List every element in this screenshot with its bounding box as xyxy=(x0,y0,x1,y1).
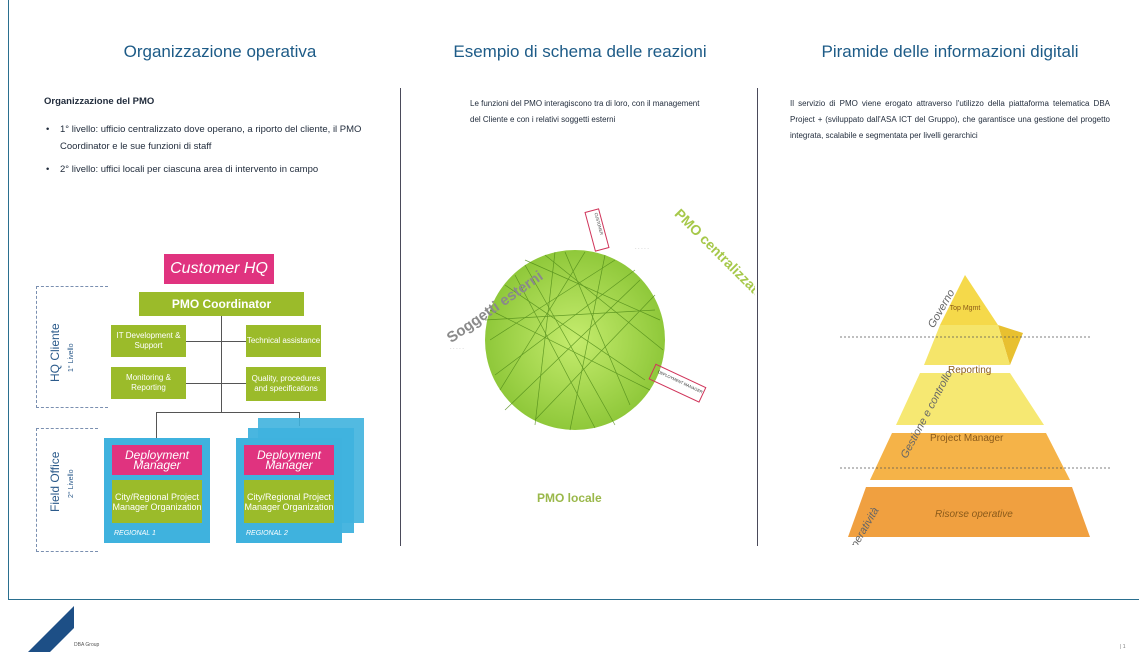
field-office-bracket xyxy=(36,428,98,552)
customer-hq-box: Customer HQ xyxy=(164,254,274,284)
customer-node-label: CUSTOMER xyxy=(594,212,605,235)
section-heading: Organizzazione del PMO xyxy=(44,96,155,107)
pyramid-level-mid xyxy=(924,325,1010,365)
connector-line xyxy=(156,412,157,438)
regional-label: REGIONAL 2 xyxy=(246,530,288,537)
column-divider xyxy=(757,88,758,546)
deployment-manager-box: Deployment Manager xyxy=(244,445,334,475)
deployment-manager-highlight xyxy=(648,363,707,403)
city-org-box: City/Regional Project Manager Organizati… xyxy=(112,480,202,523)
pmo-coordinator-box: PMO Coordinator xyxy=(139,292,304,316)
deployment-manager-box: Deployment Manager xyxy=(112,445,202,475)
column-title-schema: Esempio di schema delle reazioni xyxy=(453,42,707,61)
pyramid-level-top xyxy=(940,275,998,325)
column-description: Il servizio di PMO viene erogato attrave… xyxy=(790,99,1110,140)
staff-box-quality: Quality, procedures and specifications xyxy=(246,367,326,401)
column-title-piramide: Piramide delle informazioni digitali xyxy=(821,42,1079,61)
deployment-manager-node-label: DEPLOYMENT MANAGER xyxy=(657,369,703,394)
customer-highlight xyxy=(584,208,610,252)
relations-circle xyxy=(485,250,665,430)
pyramid-level-label: Reporting xyxy=(948,365,991,376)
column-description: Le funzioni del PMO interagiscono tra di… xyxy=(470,99,700,124)
node-label: · · · · · xyxy=(450,346,464,352)
regional-2-card: Deployment Manager City/Regional Project… xyxy=(236,438,342,543)
relation-lines xyxy=(484,251,664,431)
column-divider xyxy=(400,88,401,546)
connector-line xyxy=(221,316,222,412)
staff-box-it-development: IT Development & Support xyxy=(111,325,186,357)
pyramid-level-label: Top Mgmt xyxy=(950,305,981,312)
city-org-box: City/Regional Project Manager Organizati… xyxy=(244,480,334,523)
column-title-organizzazione: Organizzazione operativa xyxy=(123,42,317,61)
livello2-label: 2° Livello xyxy=(68,469,75,498)
dba-logo xyxy=(28,606,74,652)
pyramid-level-label: Risorse operative xyxy=(935,509,1013,520)
bullet-item: 1° livello: ufficio centralizzato dove o… xyxy=(44,121,374,155)
footer-page-number: | 1 xyxy=(1120,644,1126,650)
node-label: · · · · · xyxy=(635,246,649,252)
hq-cliente-label: HQ Cliente xyxy=(48,323,62,382)
pyramid-level-label: Project Manager xyxy=(930,433,1004,444)
pyramid-level-reporting xyxy=(896,373,1044,425)
pyramid-level-side xyxy=(998,325,1023,365)
connector-line xyxy=(185,341,247,342)
field-office-label: Field Office xyxy=(48,451,62,512)
pmo-locale-label: PMO locale xyxy=(537,491,602,505)
bullet-item: 2° livello: uffici locali per ciascuna a… xyxy=(44,161,374,178)
bottom-frame-line xyxy=(8,599,1139,600)
footer-company: DBA Group xyxy=(74,642,100,648)
livello1-label: 1° Livello xyxy=(68,343,75,372)
staff-box-technical-assistance: Technical assistance xyxy=(246,325,321,357)
bullet-list: 1° livello: ufficio centralizzato dove o… xyxy=(44,121,374,178)
staff-box-monitoring: Monitoring & Reporting xyxy=(111,367,186,399)
pyramid-level-base xyxy=(848,487,1090,537)
relations-diagram: · · · · · · · · · · Soggetti esterni PMO… xyxy=(444,205,755,505)
connector-line xyxy=(185,383,247,384)
pyramid-diagram: Top Mgmt Reporting Project Manager Risor… xyxy=(840,275,1110,545)
regional-1-card: Deployment Manager City/Regional Project… xyxy=(104,438,210,543)
pmo-centralizzato-label: PMO centralizzato xyxy=(672,205,755,302)
left-frame-line xyxy=(8,0,9,600)
hq-cliente-bracket xyxy=(36,286,108,408)
regional-label: REGIONAL 1 xyxy=(114,530,156,537)
connector-line xyxy=(156,412,300,413)
